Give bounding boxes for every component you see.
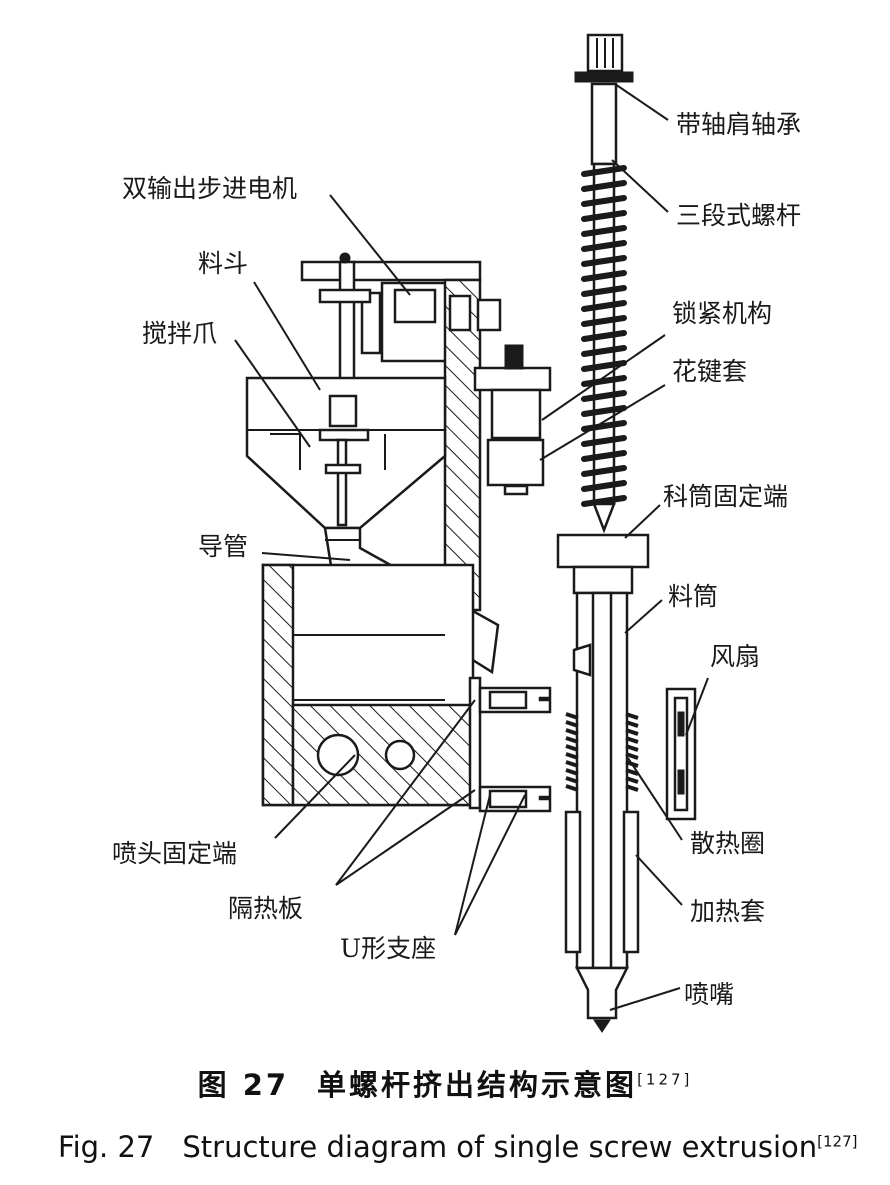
nozzle-tip — [574, 966, 630, 1033]
label-u-support: U形支座 — [340, 934, 436, 963]
figure-number-cn: 图 27 — [197, 1068, 290, 1102]
label-screw: 三段式螺杆 — [676, 201, 801, 230]
label-hopper: 料斗 — [198, 249, 248, 278]
lock-mechanism — [473, 344, 552, 440]
label-stirrer: 搅拌爪 — [142, 319, 217, 348]
label-nozzle-fixed: 喷头固定端 — [112, 839, 237, 868]
vertical-frame — [443, 278, 502, 612]
figure-number-en: Fig. 27 — [58, 1130, 155, 1164]
stirrer — [318, 394, 370, 527]
insulation-plate — [468, 676, 482, 810]
u-support-top — [478, 686, 552, 714]
barrel-fixed-end — [556, 533, 650, 595]
stepper-motor — [360, 281, 452, 363]
label-barrel-fixed: 科筒固定端 — [663, 482, 788, 511]
label-fan: 风扇 — [710, 642, 760, 671]
label-insulation: 隔热板 — [228, 894, 303, 923]
label-heat-sink: 散热圈 — [690, 829, 765, 858]
leader-lines — [234, 83, 709, 1011]
heater-sleeve — [564, 810, 640, 954]
heat-sink — [565, 712, 639, 792]
fan — [665, 687, 697, 821]
u-support-bottom — [478, 785, 552, 813]
spline-sleeve — [486, 438, 545, 496]
figure-title-cn: 单螺杆挤出结构示意图 — [317, 1068, 638, 1102]
barrel — [572, 591, 629, 970]
label-barrel: 料筒 — [668, 582, 718, 611]
nozzle-fixed-block — [261, 563, 475, 807]
figure-caption-en: Fig. 27 Structure diagram of single screw… — [58, 1130, 890, 1164]
figure-title-en: Structure diagram of single screw extrus… — [182, 1130, 818, 1164]
label-motor: 双输出步进电机 — [122, 174, 297, 203]
label-bearing: 带轴肩轴承 — [676, 110, 801, 139]
screw-thread — [581, 165, 627, 507]
figure-caption-cn: 图 27 单螺杆挤出结构示意图[127] — [0, 1062, 890, 1104]
label-spline: 花键套 — [672, 357, 747, 386]
label-guide-tube: 导管 — [198, 532, 248, 561]
reference-cn: [127] — [637, 1070, 693, 1089]
label-lock: 锁紧机构 — [672, 299, 772, 328]
label-heater: 加热套 — [690, 897, 765, 926]
motor-shaft — [318, 252, 372, 404]
label-nozzle: 喷嘴 — [684, 980, 734, 1009]
reference-en: [127] — [817, 1132, 858, 1151]
